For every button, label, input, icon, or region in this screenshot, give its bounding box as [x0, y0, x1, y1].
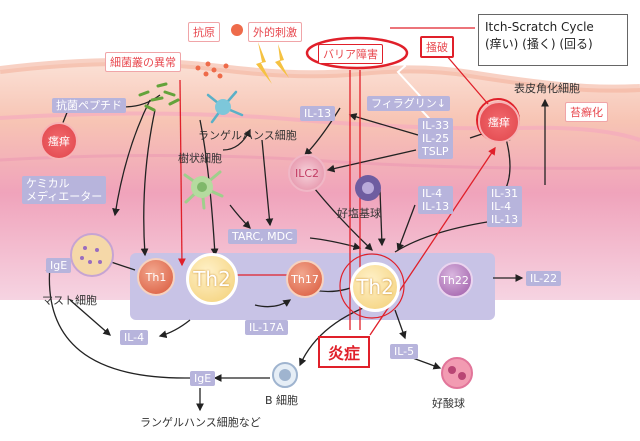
il31-label: IL-31	[491, 187, 519, 200]
scratch-label: 掻破	[420, 36, 454, 58]
il17a-label: IL-17A	[245, 320, 288, 335]
dendritic-label: 樹状細胞	[178, 152, 222, 165]
tarc-mdc-label: TARC, MDC	[228, 229, 297, 244]
il33-il25-tslp-box: IL-33 IL-25 TSLP	[418, 118, 454, 159]
ige-bottom-label: IgE	[190, 371, 216, 386]
bcell-label: B 細胞	[265, 394, 299, 407]
il4-il13-mid-box: IL-4 IL-13	[418, 186, 454, 214]
itch-left-cell: 瘙痒	[40, 122, 78, 160]
th2-right-cell: Th2	[350, 262, 400, 312]
langerhans-etc-label: ランゲルハンス細胞など	[140, 416, 261, 429]
th1-label: Th1	[145, 270, 167, 284]
il4-mid-label: IL-4	[422, 187, 443, 200]
il4-left-label: IL-4	[120, 330, 149, 345]
il25-label: IL-25	[422, 132, 450, 145]
mast-cell-label: マスト細胞	[42, 294, 97, 307]
itch-cycle-title: Itch-Scratch Cycle	[485, 20, 594, 34]
th2-left-cell: Th2	[186, 253, 238, 305]
il13-mid-label: IL-13	[422, 200, 450, 213]
il4-right-label: IL-4	[491, 200, 512, 213]
tslp-label: TSLP	[422, 145, 449, 158]
keratinocyte-label: 表皮角化細胞	[514, 82, 580, 95]
il13-right-label: IL-13	[491, 213, 519, 226]
th22-label: Th22	[441, 273, 469, 287]
itch-right-cell: 瘙痒	[478, 101, 520, 143]
itch-left-label: 瘙痒	[48, 135, 70, 148]
il13-top-label: IL-13	[300, 106, 336, 121]
th17-label: Th17	[291, 272, 319, 286]
itch-scratch-cycle-box: Itch-Scratch Cycle (痒い) (掻く) (回る)	[478, 14, 628, 66]
th17-cell: Th17	[286, 260, 324, 298]
il5-label: IL-5	[390, 344, 419, 359]
il22-label: IL-22	[526, 271, 562, 286]
bacteria-abnormal-label: 細菌叢の異常	[105, 52, 181, 72]
chemical-mediator-label: ケミカル メディエーター	[22, 176, 107, 204]
il33-label: IL-33	[422, 119, 450, 132]
lichenification-label: 苔癬化	[565, 102, 608, 122]
ilc2-cell: ILC2	[288, 154, 326, 192]
inflammation-label: 炎症	[318, 336, 371, 368]
th2-right-label: Th2	[356, 275, 394, 299]
antimicrobial-peptide-label: 抗菌ペプチド	[52, 98, 126, 113]
th22-cell: Th22	[437, 262, 473, 298]
langerhans-label: ランゲルハンス細胞	[198, 129, 297, 142]
antigen-label: 抗原	[188, 22, 220, 42]
ige-left-label: IgE	[46, 258, 72, 273]
external-stimulus-label: 外的刺激	[248, 22, 302, 42]
barrier-damage-label: バリア障害	[318, 44, 383, 64]
itch-cycle-subtitle: (痒い) (掻く) (回る)	[485, 37, 593, 51]
eosinophil-label: 好酸球	[432, 397, 465, 410]
il31-il4-il13-box: IL-31 IL-4 IL-13	[487, 186, 523, 227]
filaggrin-label: フィラグリン↓	[367, 96, 450, 111]
basophil-label: 好塩基球	[337, 207, 381, 220]
itch-right-label: 瘙痒	[488, 116, 510, 129]
ilc2-label: ILC2	[294, 166, 320, 180]
th2-left-label: Th2	[193, 267, 231, 291]
th1-cell: Th1	[137, 258, 175, 296]
